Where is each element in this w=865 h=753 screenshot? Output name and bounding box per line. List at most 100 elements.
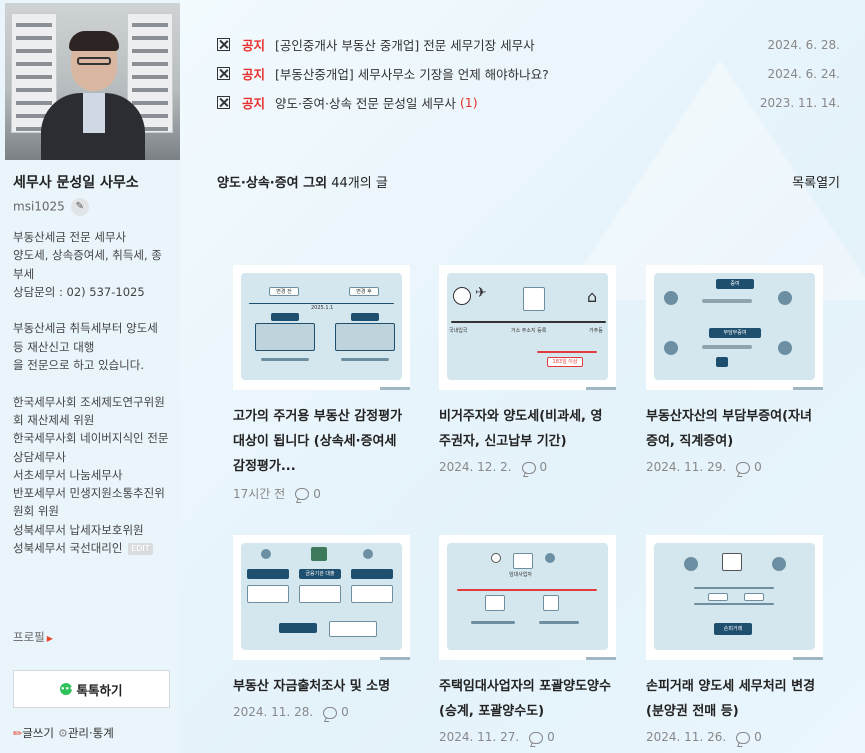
post-thumbnail[interactable]: 임대사업자 — [439, 535, 616, 660]
post-comments[interactable]: 0 — [295, 487, 321, 501]
background-decoration — [560, 60, 865, 300]
sidebar: 세무사 문성일 사무소 msi1025✎ 부동산세금 전문 세무사 양도세, 상… — [0, 0, 180, 753]
pencil-icon[interactable]: ✎ — [70, 198, 89, 216]
edit-badge[interactable]: EDIT — [128, 542, 153, 555]
thumbnail-corner — [380, 387, 410, 390]
post-count: 44개의 글 — [327, 176, 388, 191]
post-thumbnail[interactable]: 손피거래 — [646, 535, 823, 660]
person-icon — [684, 557, 698, 571]
post-comments[interactable]: 0 — [521, 460, 547, 474]
post-title[interactable]: 손피거래 양도세 세무처리 변경 (분양권 전매 등) — [646, 679, 816, 719]
person-icon — [363, 549, 373, 559]
post-date: 2024. 11. 29. — [646, 460, 727, 474]
blog-intro: 부동산세금 전문 세무사 양도세, 상속증여세, 취득세, 종부세 상담문의 :… — [13, 228, 171, 557]
diagram-caption — [471, 621, 515, 624]
diagram-label: 2025.1.1 — [311, 305, 334, 311]
profile-photo[interactable] — [5, 3, 180, 160]
arrow-right-icon: ▶ — [46, 634, 53, 643]
person-icon — [772, 557, 786, 571]
notice-title[interactable]: [공인중개사 부동산 중개업] 전문 세무기장 세무사 — [275, 38, 535, 53]
diagram-label: 변경 후 — [349, 287, 379, 296]
post-card[interactable]: 임대사업자 주택임대사업자의 포괄양도양수(승계, 포괄양수도) 2024. 1… — [439, 535, 616, 744]
person-icon — [453, 287, 471, 305]
person-icon — [778, 341, 792, 355]
post-title[interactable]: 부동산 자금출처조사 및 소명 — [233, 679, 391, 694]
post-meta: 2024. 11. 28. 0 — [233, 705, 410, 719]
thumbnail-diagram: 임대사업자 — [447, 543, 608, 650]
thumbnail-diagram: ✈ ⌂ 국내입국 거소 주소지 등록 거주등 183일 이상 — [447, 273, 608, 380]
post-meta: 2024. 11. 27. 0 — [439, 730, 616, 744]
notice-list: 공지 [공인중개사 부동산 중개업] 전문 세무기장 세무사 2024. 6. … — [217, 30, 842, 117]
notice-item[interactable]: 공지 [부동산중개업] 세무사무소 기장을 언제 해야하나요? 2024. 6.… — [217, 59, 842, 88]
intro-text: 부동산세금 전문 세무사 양도세, 상속증여세, 취득세, 종부세 상담문의 :… — [13, 230, 169, 556]
comment-count: 0 — [754, 730, 762, 744]
diagram-block — [299, 585, 341, 603]
comment-count: 0 — [547, 730, 555, 744]
list-open-toggle[interactable]: 목록열기 — [792, 176, 840, 191]
diagram-label: 손피거래 — [714, 623, 752, 635]
arrow-right-icon — [694, 587, 774, 589]
post-comments[interactable]: 0 — [736, 460, 762, 474]
diagram-caption — [261, 358, 309, 361]
post-card[interactable]: 변경 전 변경 후 2025.1.1 고가의 주거용 부동산 감정평가 대상이 … — [233, 265, 410, 502]
building-icon — [513, 553, 533, 569]
building-icon — [485, 595, 505, 611]
post-title[interactable]: 주택임대사업자의 포괄양도양수(승계, 포괄양수도) — [439, 679, 611, 719]
notice-date: 2024. 6. 28. — [767, 37, 840, 52]
comment-icon — [521, 461, 536, 474]
post-card[interactable]: ✈ ⌂ 국내입국 거소 주소지 등록 거주등 183일 이상 비거주자와 양도세… — [439, 265, 616, 474]
arrow-right-icon — [702, 299, 752, 303]
talk-button[interactable]: •••톡톡하기 — [13, 670, 170, 708]
diagram-block — [744, 593, 764, 601]
comment-count: 0 — [754, 460, 762, 474]
timeline-line — [249, 303, 394, 304]
diagram-label: 부담부증여 — [709, 328, 761, 338]
house-icon: ⌂ — [587, 287, 598, 306]
post-card[interactable]: 증여 부담부증여 부동산자산의 부담부증여(자녀증여, 직계증여) 2024. … — [646, 265, 823, 474]
post-date: 2024. 11. 26. — [646, 730, 727, 744]
post-thumbnail[interactable]: ✈ ⌂ 국내입국 거소 주소지 등록 거주등 183일 이상 — [439, 265, 616, 390]
person-icon — [778, 291, 792, 305]
manage-link[interactable]: ⚙관리·통계 — [58, 725, 114, 741]
thumbnail-diagram: 변경 전 변경 후 2025.1.1 — [241, 273, 402, 380]
diagram-block — [247, 569, 289, 579]
notice-badge: 공지 — [242, 38, 266, 53]
profile-link[interactable]: 프로필▶ — [13, 629, 53, 645]
diagram-caption — [341, 358, 389, 361]
diagram-label: 국내입국 — [449, 328, 468, 334]
person-glasses — [77, 57, 111, 65]
person-icon — [491, 553, 501, 563]
post-title[interactable]: 고가의 주거용 부동산 감정평가 대상이 됩니다 (상속세·증여세 감정평가..… — [233, 409, 403, 474]
post-card[interactable]: 금융기관 대출 부동산 자금출처조사 및 소명 2024. 11. 28. 0 — [233, 535, 410, 719]
post-meta: 2024. 12. 2. 0 — [439, 460, 616, 474]
diagram-block — [271, 313, 299, 321]
post-date: 2024. 11. 27. — [439, 730, 520, 744]
diagram-block — [351, 569, 393, 579]
diagram-block — [279, 623, 317, 633]
notice-item[interactable]: 공지 양도·증여·상속 전문 문성일 세무사 (1) 2023. 11. 14. — [217, 88, 842, 117]
post-comments[interactable]: 0 — [323, 705, 349, 719]
building-icon — [255, 323, 315, 351]
post-meta: 17시간 전 0 — [233, 485, 410, 502]
person-icon — [545, 553, 555, 563]
post-comments[interactable]: 0 — [529, 730, 555, 744]
post-date: 2024. 11. 28. — [233, 705, 314, 719]
post-title[interactable]: 비거주자와 양도세(비과세, 영주권자, 신고납부 기간) — [439, 409, 603, 449]
notice-comment-count[interactable]: (1) — [459, 95, 478, 110]
post-comments[interactable]: 0 — [736, 730, 762, 744]
notice-title[interactable]: [부동산중개업] 세무사무소 기장을 언제 해야하나요? — [275, 67, 549, 82]
notice-item[interactable]: 공지 [공인중개사 부동산 중개업] 전문 세무기장 세무사 2024. 6. … — [217, 30, 842, 59]
notice-title[interactable]: 양도·증여·상속 전문 문성일 세무사 — [275, 96, 456, 111]
comment-icon — [736, 731, 751, 744]
person-shirt — [83, 93, 105, 133]
post-thumbnail[interactable]: 변경 전 변경 후 2025.1.1 — [233, 265, 410, 390]
post-thumbnail[interactable]: 금융기관 대출 — [233, 535, 410, 660]
blog-name[interactable]: 세무사 문성일 사무소 — [13, 175, 139, 191]
post-title[interactable]: 부동산자산의 부담부증여(자녀증여, 직계증여) — [646, 409, 812, 449]
post-thumbnail[interactable]: 증여 부담부증여 — [646, 265, 823, 390]
diagram-label: 거주등 — [589, 328, 603, 334]
write-link-label: 글쓰기 — [22, 726, 54, 740]
person-icon — [261, 549, 271, 559]
post-card[interactable]: 손피거래 손피거래 양도세 세무처리 변경 (분양권 전매 등) 2024. 1… — [646, 535, 823, 744]
write-link[interactable]: ✏글쓰기 — [13, 725, 54, 741]
